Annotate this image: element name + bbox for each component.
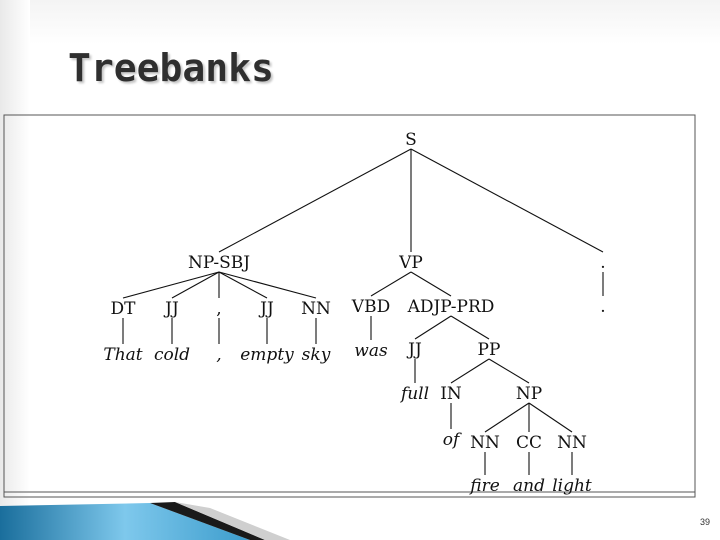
- tree-word-w_that: That: [103, 345, 142, 365]
- footer-band: [0, 502, 290, 540]
- tree-node-per1: .: [600, 253, 605, 273]
- tree-node-jj2: JJ: [258, 299, 274, 319]
- tree-word-w_empty: empty: [240, 345, 294, 365]
- title-shading: [0, 0, 720, 110]
- tree-edge-VP-VBD: [370, 271, 412, 297]
- tree-edge-ADJPPRD-PP: [450, 315, 490, 340]
- slide-title: Treebanks: [68, 46, 274, 90]
- tree-edge-NP-NN2: [484, 402, 530, 433]
- page-number: 39: [699, 517, 710, 527]
- tree-edge-ADJPPRD-JJ3: [414, 315, 452, 340]
- tree-nodes: S NP-SBJ VP. DT JJ, JJ NN VBD ADJP-PRD. That cold,…: [103, 130, 605, 496]
- tree-node-nn1: NN: [301, 299, 331, 319]
- tree-edge-PP-IN: [450, 358, 490, 384]
- tree-node-dt: DT: [111, 299, 137, 319]
- tree-word-w_cold: cold: [154, 345, 190, 365]
- tree-edge-NP-NN3: [528, 402, 573, 433]
- left-shading: [0, 0, 30, 540]
- tree-node-nn3: NN: [557, 433, 587, 453]
- tree-word-w_comma: ,: [216, 345, 221, 365]
- tree-node-s: S: [405, 130, 417, 150]
- footer-black-stripe: [150, 502, 265, 540]
- tree-edge-PP-NP: [488, 358, 530, 384]
- footer-blue-stripe: [0, 503, 250, 540]
- tree-edge-S-NPSBJ: [218, 148, 412, 253]
- tree-node-in: IN: [440, 384, 462, 404]
- tree-word-w_fire: fire: [468, 476, 500, 496]
- tree-edge-NPSBJ-NN1: [218, 271, 317, 299]
- tree-node-vbd: VBD: [351, 297, 390, 317]
- tree-node-comma: ,: [216, 299, 221, 319]
- tree-node-adjpprd: ADJP-PRD: [407, 297, 495, 317]
- tree-word-w_sky: sky: [302, 345, 331, 365]
- tree-word-w_was: was: [354, 341, 388, 361]
- tree-node-nn2: NN: [470, 433, 500, 453]
- tree-node-pp: PP: [478, 340, 501, 360]
- tree-edge-VP-ADJPPRD: [410, 271, 452, 297]
- tree-edge-NPSBJ-JJ1: [171, 271, 220, 299]
- tree-node-per2: .: [600, 297, 605, 317]
- tree-word-w_and: and: [513, 476, 545, 496]
- tree-node-jj3: JJ: [406, 340, 422, 360]
- tree-node-vp: VP: [398, 253, 423, 273]
- tree-node-jj1: JJ: [163, 299, 179, 319]
- tree-word-w_light: light: [552, 476, 592, 496]
- tree-node-cc: CC: [516, 433, 542, 453]
- tree-node-np: NP: [516, 384, 542, 404]
- tree-node-npsbj: NP-SBJ: [188, 253, 250, 273]
- tree-edge-S-PER1: [410, 148, 604, 253]
- figure-frame: [3, 114, 696, 498]
- footer-gray-stripe: [175, 502, 290, 540]
- tree-word-w_full: full: [399, 384, 429, 404]
- tree-edge-NPSBJ-DT: [122, 271, 220, 299]
- tree-edge-NPSBJ-JJ2: [218, 271, 268, 299]
- tree-word-w_of: of: [443, 430, 462, 450]
- tree-edges: [122, 148, 604, 475]
